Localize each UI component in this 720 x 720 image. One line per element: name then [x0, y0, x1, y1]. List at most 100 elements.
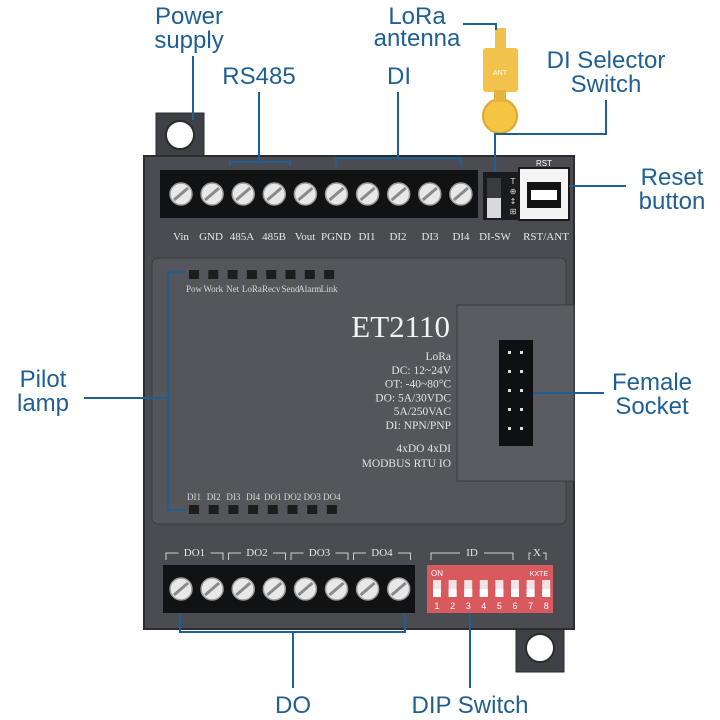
terminal-label-485b: 485B — [262, 231, 286, 243]
antenna-neck — [494, 90, 506, 102]
status-led-send — [285, 270, 296, 279]
model-name: ET2110 — [351, 309, 450, 344]
socket-pin — [520, 408, 523, 411]
do-terminal-screw-3[interactable] — [231, 577, 255, 601]
terminal-screw-di1[interactable] — [355, 182, 380, 206]
socket-pin — [520, 427, 523, 430]
spec-line: DO: 5A/30VDC — [375, 392, 451, 404]
socket-pin — [508, 351, 511, 354]
dip-toggle-4[interactable] — [479, 580, 488, 597]
terminal-screw-di2[interactable] — [386, 182, 411, 206]
status-led-work — [208, 270, 219, 279]
dip-toggle-knob-7 — [526, 589, 535, 597]
leader-di — [335, 92, 462, 166]
dip-number-7: 7 — [528, 601, 533, 611]
callout-power-supply-1: Power — [155, 3, 223, 30]
dip-toggle-3[interactable] — [464, 580, 473, 597]
terminal-screw-485b[interactable] — [262, 182, 287, 206]
dip-number-4: 4 — [481, 601, 486, 611]
do-terminal-screw-8[interactable] — [386, 577, 411, 601]
socket-pin — [508, 427, 511, 430]
socket-pin — [508, 370, 511, 373]
callout-pilot-lamp-1: Pilot — [20, 366, 67, 393]
do-terminal-screw-6[interactable] — [324, 577, 349, 601]
socket-pin — [520, 351, 523, 354]
status-led-label-net: Net — [226, 284, 239, 294]
terminal-label-485a: 485A — [230, 231, 255, 243]
dip-id-bracket — [430, 552, 514, 560]
callout-do: DO — [275, 692, 311, 719]
callout-lora-antenna-1: LoRa — [388, 3, 446, 30]
do-terminal-screw-4[interactable] — [262, 577, 287, 601]
rst-ant-label: RST/ANT — [523, 231, 569, 243]
terminal-label-gnd: GND — [199, 231, 223, 243]
dip-toggle-knob-2 — [448, 589, 457, 597]
terminal-screw-di4[interactable] — [449, 182, 473, 206]
antenna-stem — [495, 28, 506, 54]
terminal-screw-pgnd[interactable] — [324, 182, 349, 206]
leader-do — [179, 614, 406, 688]
io-led-label-di4: DI4 — [246, 492, 260, 502]
io-led-label-do2: DO2 — [284, 492, 302, 502]
callout-rs485: RS485 — [222, 63, 295, 90]
dip-toggle-2[interactable] — [448, 580, 457, 597]
callout-di-selector-1: DI Selector — [547, 47, 666, 74]
dip-x-label: X — [533, 547, 541, 559]
callout-female-socket-2: Socket — [615, 393, 689, 420]
io-led-di1 — [189, 505, 199, 514]
terminal-screw-gnd[interactable] — [200, 182, 224, 206]
do-bracket — [165, 552, 224, 560]
socket-pin — [508, 408, 511, 411]
callout-dip-switch: DIP Switch — [412, 692, 529, 719]
io-led-di3 — [228, 505, 239, 514]
spec-line: DC: 12~24V — [391, 365, 451, 377]
spec-line: 5A/250VAC — [394, 406, 452, 418]
antenna-connector — [482, 98, 518, 134]
terminal-screw-vin[interactable] — [169, 182, 193, 206]
do-bracket — [290, 552, 349, 560]
status-led-label-recv: Recv — [262, 284, 281, 294]
do-group-label-do4: DO4 — [371, 547, 393, 559]
do-terminal-screw-7[interactable] — [355, 577, 380, 601]
socket-pin — [520, 389, 523, 392]
io-led-label-di2: DI2 — [207, 492, 221, 502]
rst-label: RST — [536, 159, 552, 168]
dip-toggle-7[interactable] — [526, 580, 535, 597]
callout-pilot-lamp-2: lamp — [17, 390, 69, 417]
terminal-screw-di3[interactable] — [418, 182, 442, 206]
female-socket[interactable] — [499, 340, 533, 446]
io-led-label-di3: DI3 — [226, 492, 240, 502]
terminal-label-pgnd: PGND — [321, 231, 351, 243]
do-group-label-do1: DO1 — [184, 547, 205, 559]
di-selector-symbol: ⊕ — [510, 187, 517, 196]
di-sw-label: DI-SW — [479, 231, 511, 243]
terminal-screw-485a[interactable] — [231, 182, 255, 206]
dip-toggle-knob-5 — [495, 589, 504, 597]
status-led-pow — [189, 270, 199, 279]
io-summary-line: 4xDO 4xDI — [396, 443, 451, 455]
dip-toggle-6[interactable] — [511, 580, 519, 597]
callout-reset-1: Reset — [641, 164, 704, 191]
dip-toggle-8[interactable] — [542, 580, 551, 597]
do-terminal-screw-1[interactable] — [169, 577, 193, 601]
dip-toggle-1[interactable] — [433, 580, 441, 597]
io-led-label-di1: DI1 — [187, 492, 201, 502]
dip-toggle-5[interactable] — [495, 580, 504, 597]
dip-x-bracket — [528, 552, 547, 560]
io-led-do2 — [287, 505, 298, 514]
terminal-label-vout: Vout — [295, 231, 316, 243]
do-terminal-screw-5[interactable] — [293, 577, 318, 601]
terminal-screw-vout[interactable] — [293, 182, 318, 206]
do-group-label-do3: DO3 — [309, 547, 331, 559]
io-led-label-do3: DO3 — [303, 492, 321, 502]
callout-female-socket-1: Female — [612, 369, 692, 396]
di-selector-symbol: ⊞ — [510, 207, 517, 216]
socket-pin — [508, 389, 511, 392]
antenna-body — [483, 48, 518, 92]
leader-di-selector — [494, 100, 607, 172]
do-terminal-screw-2[interactable] — [200, 577, 224, 601]
di-selector-symbol: ↕ — [510, 197, 517, 206]
di-selector-knob[interactable] — [487, 178, 501, 198]
dip-toggle-knob-3 — [464, 589, 473, 597]
terminal-label-di3: DI3 — [421, 231, 439, 243]
